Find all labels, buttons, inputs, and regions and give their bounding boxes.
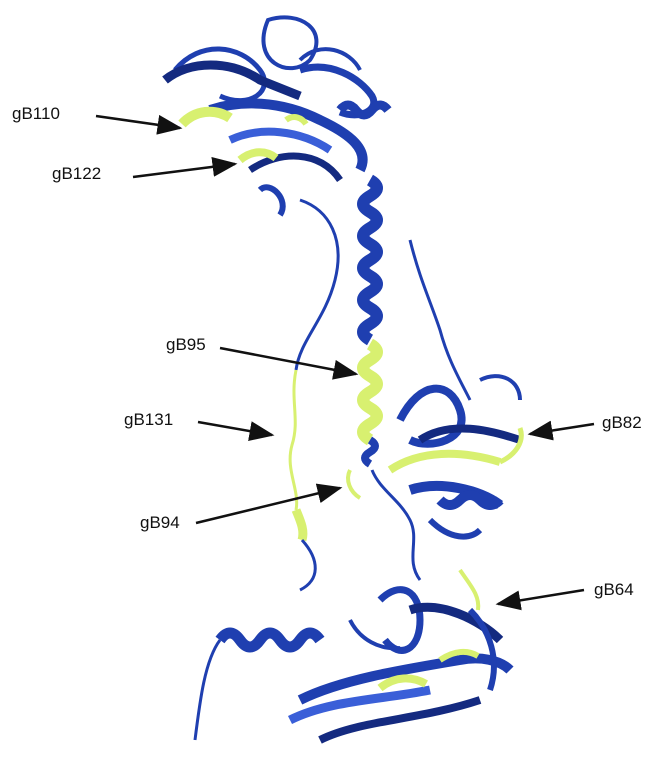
arrow-gB64 (498, 590, 584, 604)
arrow-gB82 (530, 424, 594, 434)
epitope-gB122 (240, 152, 276, 160)
central-helix (363, 180, 377, 464)
label-gB82: gB82 (602, 413, 642, 433)
label-gB131: gB131 (124, 410, 173, 430)
label-gB95: gB95 (166, 335, 206, 355)
epitope-gB131 (290, 370, 297, 510)
arrow-gB94 (196, 488, 340, 523)
lower-left-helix (195, 510, 320, 740)
label-gB64: gB64 (594, 580, 634, 600)
top-domain (165, 17, 388, 215)
arrow-gB95 (220, 348, 356, 374)
middle-right-domain (390, 376, 521, 536)
epitope-gB95 (363, 344, 377, 440)
epitope-gB110 (182, 112, 230, 124)
label-gB122: gB122 (52, 164, 101, 184)
label-gB110: gB110 (12, 104, 60, 124)
arrow-gB110 (96, 116, 180, 128)
bottom-domain (290, 590, 510, 740)
epitope-gB64 (460, 570, 478, 610)
arrow-gB122 (133, 164, 235, 177)
epitope-gB94 (348, 470, 360, 498)
linker-loops (290, 200, 478, 610)
arrow-gB131 (198, 422, 272, 435)
label-gB94: gB94 (140, 513, 180, 533)
